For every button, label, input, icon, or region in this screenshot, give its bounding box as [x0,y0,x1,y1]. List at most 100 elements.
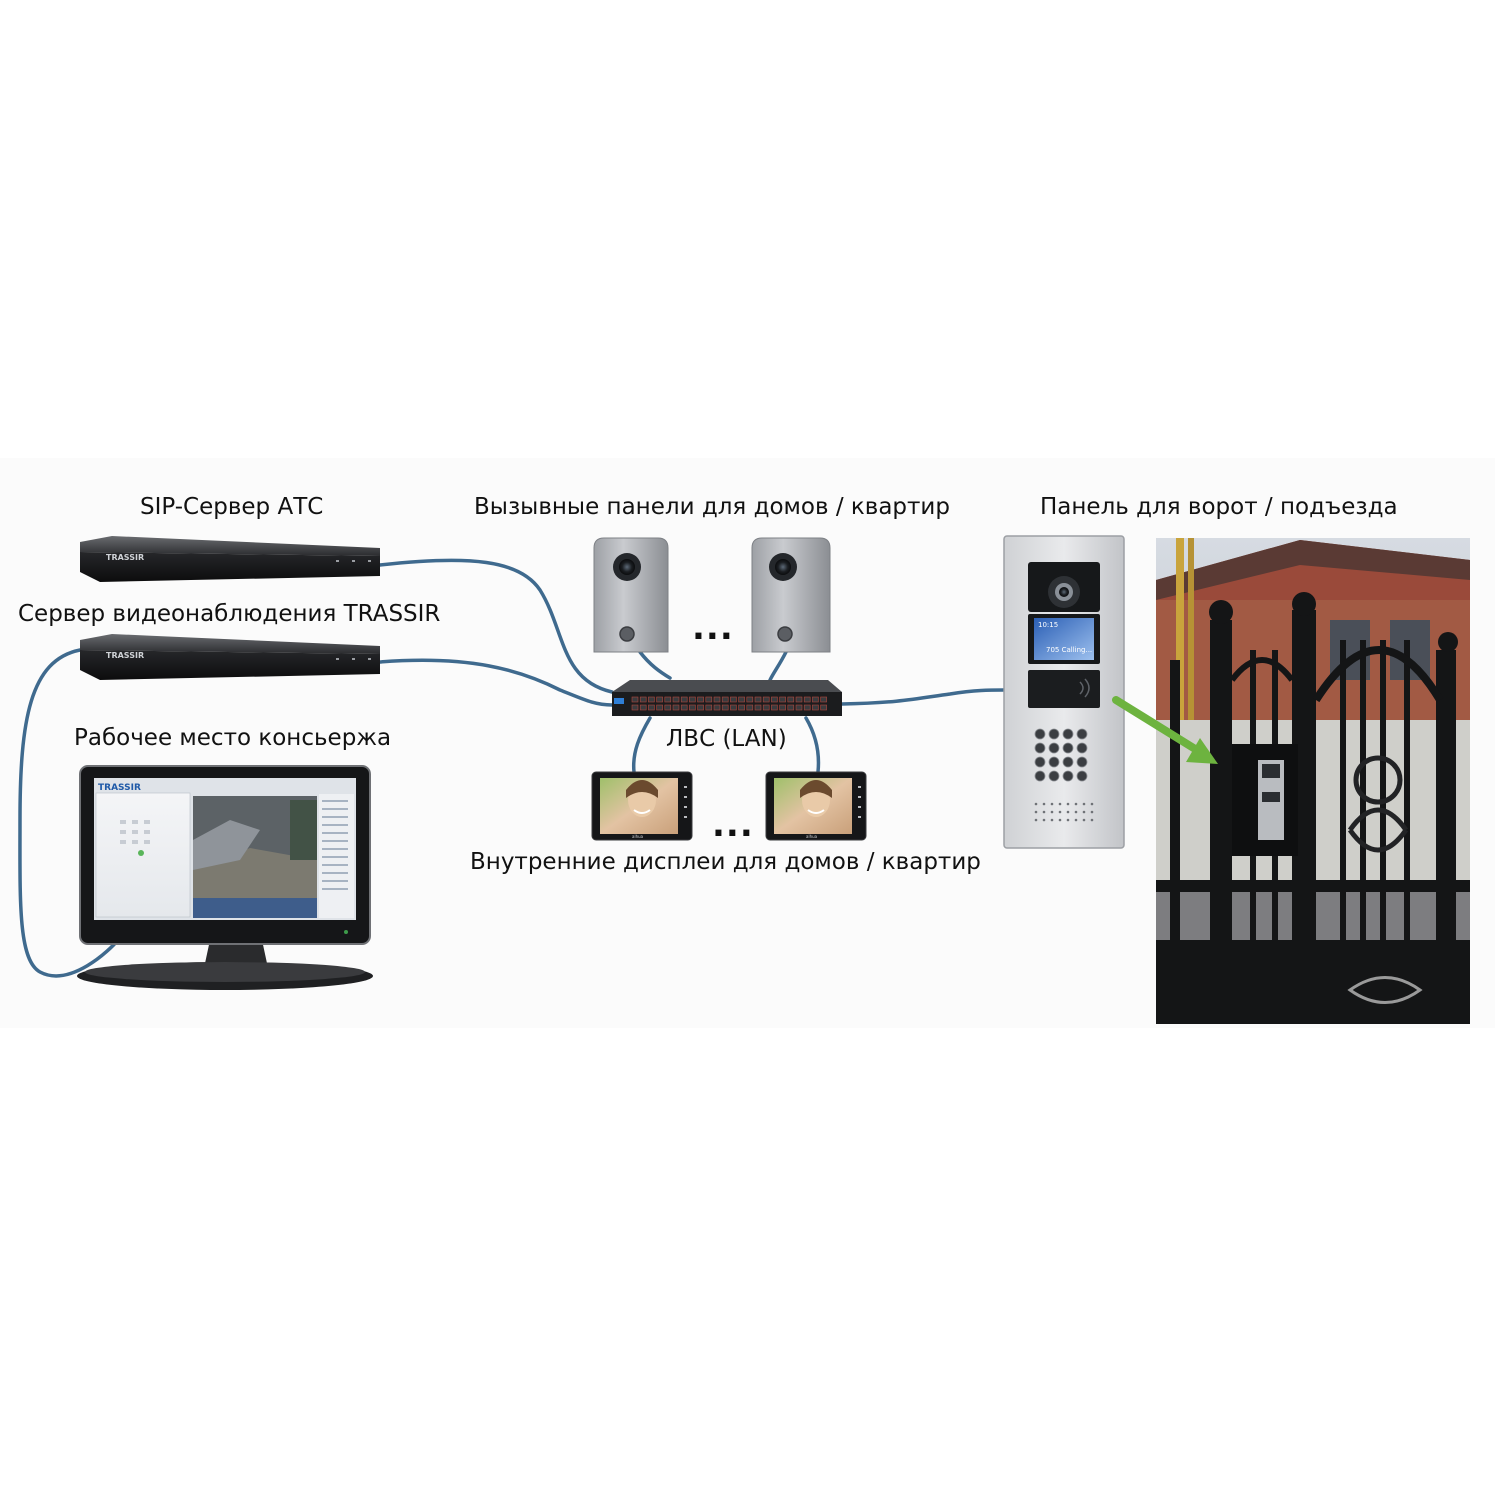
indoor-display-2: alhua [765,771,867,841]
keypad-key [1062,756,1074,768]
speaker-hole [1082,802,1086,806]
switch-port [689,704,696,711]
switch-port [746,704,754,711]
switch-port [705,696,713,703]
label-call-panels: Вызывные панели для домов / квартир [474,494,950,520]
switch-port [713,696,721,703]
switch-port [697,696,704,703]
speaker-hole [1082,810,1086,814]
switch-port [738,704,745,711]
keypad-key [1062,770,1074,782]
speaker-hole [1074,818,1078,822]
switch-port [656,696,663,703]
switch-port [812,704,819,711]
speaker-hole [1058,818,1062,822]
display-brand-logo: alhua [806,834,818,839]
switch-port [738,696,745,703]
switch-ports [631,696,827,711]
speaker-hole [1074,810,1078,814]
switch-port [664,696,672,703]
switch-port [803,704,811,711]
keypad-key [1034,728,1046,740]
speaker-hole [1042,802,1046,806]
panel-screen-time: 10:15 [1038,621,1058,629]
switch-port [680,696,688,703]
switch-port [820,704,827,711]
speaker-hole [1034,810,1038,814]
speaker-hole [1090,810,1094,814]
ellipsis-call-panels: ... [692,608,734,648]
switch-port [795,696,803,703]
switch-port [762,696,770,703]
switch-port [639,696,647,703]
keypad-key [1048,756,1060,768]
cable-video-server [378,658,614,707]
switch-port [648,704,655,711]
keypad-key [1076,742,1088,754]
keypad-key [1048,742,1060,754]
switch-port [779,696,786,703]
indoor-display-1: alhua [591,771,693,841]
switch-port [746,696,754,703]
gate-panel-keypad [1034,728,1088,782]
cable-display-1 [631,716,652,774]
speaker-hole [1050,818,1054,822]
switch-port [664,704,672,711]
switch-port [648,696,655,703]
switch-port [713,704,721,711]
keypad-key [1048,728,1060,740]
switch-port [639,704,647,711]
switch-port [803,696,811,703]
sip-server-unit: TRASSIR [80,536,380,582]
switch-port [730,704,737,711]
speaker-hole [1050,802,1054,806]
network-cables [18,558,1006,978]
switch-port [689,696,696,703]
call-panel-1 [593,537,669,653]
monitor-brand-logo: TRASSIR [98,783,141,793]
cable-sip-server [378,558,614,694]
switch-port [771,704,778,711]
switch-port [656,704,663,711]
panel-screen-status: 705 Calling... [1046,646,1092,654]
switch-port [787,704,795,711]
switch-port [697,704,704,711]
gate-call-panel: 10:15 705 Calling... [1003,535,1125,849]
server-brand-logo: TRASSIR [106,553,144,562]
cable-call-panel-2 [768,650,788,682]
keypad-key [1076,770,1088,782]
cable-monitor-loop [18,648,120,978]
call-panel-2 [751,537,831,653]
speaker-hole [1034,818,1038,822]
switch-port [672,696,680,703]
video-server-unit: TRASSIR [80,634,380,680]
label-gate-panel: Панель для ворот / подъезда [1040,494,1398,520]
speaker-hole [1066,802,1070,806]
gate-photo [1156,538,1470,1024]
speaker-hole [1058,810,1062,814]
label-video-server: Сервер видеонаблюдения TRASSIR [18,601,441,627]
switch-port [754,696,762,703]
switch-port [771,696,778,703]
cable-display-2 [804,716,821,774]
keypad-key [1062,728,1074,740]
lan-switch [612,680,842,716]
label-indoor-displays: Внутренние дисплеи для домов / квартир [470,849,981,875]
switch-port [812,696,819,703]
label-concierge: Рабочее место консьержа [74,725,392,751]
switch-port [779,704,786,711]
speaker-hole [1066,818,1070,822]
speaker-hole [1058,802,1062,806]
switch-port [705,704,713,711]
label-lan: ЛВС (LAN) [666,726,787,752]
switch-port [820,696,827,703]
switch-port [680,704,688,711]
speaker-hole [1066,810,1070,814]
speaker-hole [1042,810,1046,814]
cable-gate-panel [840,688,1006,706]
keypad-key [1034,756,1046,768]
label-sip-server: SIP-Сервер АТС [140,494,324,520]
gate-arrow [1112,696,1218,764]
gate-panel-speaker [1034,802,1094,822]
